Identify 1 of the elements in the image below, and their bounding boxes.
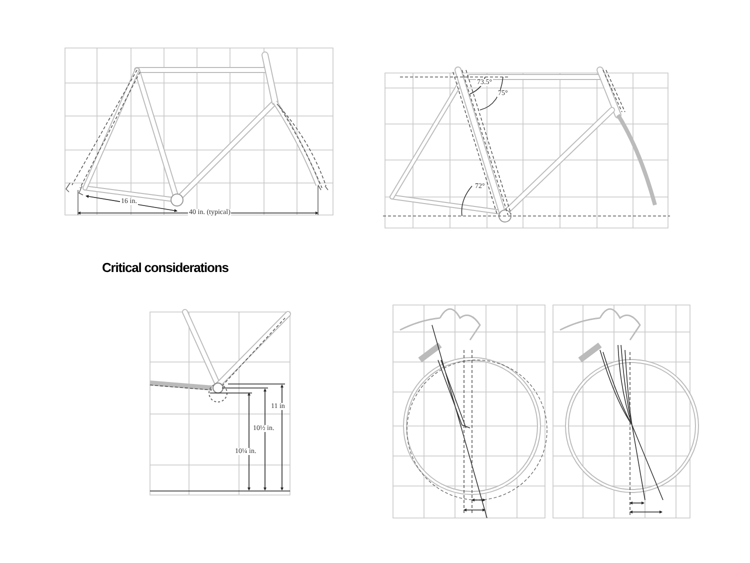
section-heading: Critical considerations [102,261,228,274]
